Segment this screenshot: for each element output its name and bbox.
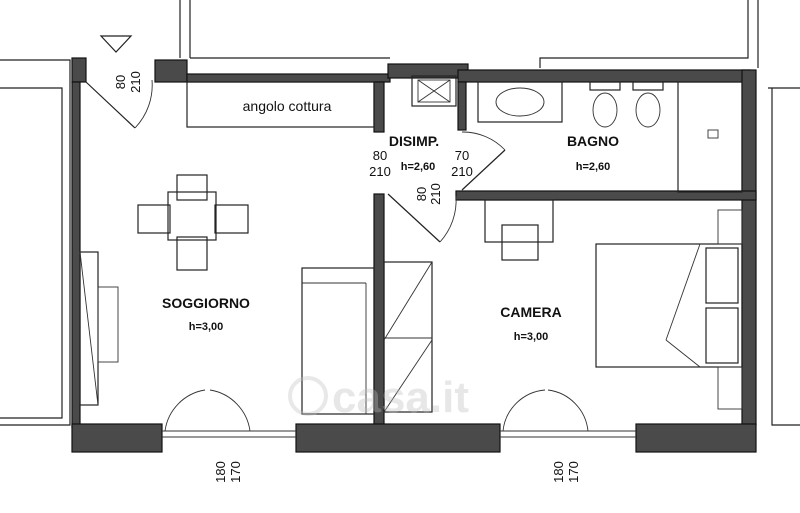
room-height-camera: h=3,00 — [514, 331, 549, 343]
bathroom-fixtures — [477, 81, 743, 193]
context-outlines — [0, 0, 800, 426]
door-disimp-left-width: 80 — [373, 148, 387, 163]
window-camera-width: 180 — [551, 461, 566, 483]
wall-kitchen — [373, 81, 385, 133]
room-name-camera: CAMERA — [500, 304, 561, 320]
room-name-disimpegno: DISIMP. — [389, 133, 439, 149]
wall-unit — [79, 251, 119, 406]
door-entrance — [85, 79, 153, 129]
watermark-text: casa.it — [332, 373, 469, 422]
double-bed — [595, 209, 743, 410]
wall-right — [741, 69, 757, 426]
room-height-disimpegno: h=2,60 — [401, 161, 436, 173]
door-disimp-left-height: 210 — [369, 164, 391, 179]
watermark: casa.it — [288, 373, 469, 422]
entrance-marker — [99, 35, 133, 53]
door-entrance-height: 210 — [128, 71, 143, 93]
door-disimp-left — [387, 193, 457, 243]
door-entrance-width: 80 — [113, 75, 128, 89]
window-soggiorno-height: 170 — [228, 461, 243, 483]
window-camera — [500, 389, 636, 438]
door-camera-height: 210 — [428, 183, 443, 205]
window-soggiorno — [162, 389, 296, 438]
sofa — [301, 267, 375, 415]
wardrobe — [383, 261, 433, 413]
door-bagno — [461, 131, 506, 191]
wall-bottom-middle — [295, 423, 501, 453]
wall-bottom-left — [71, 423, 163, 453]
kitchen-counter — [186, 81, 375, 128]
walls — [71, 57, 757, 453]
window-soggiorno-width: 180 — [213, 461, 228, 483]
wall-top-right — [457, 69, 751, 83]
door-camera-width: 80 — [414, 187, 429, 201]
vent-shaft — [411, 75, 457, 107]
dining-table — [137, 174, 249, 271]
kitchen-label: angolo cottura — [243, 98, 332, 114]
window-camera-height: 170 — [566, 461, 581, 483]
wall-left — [71, 81, 81, 428]
wall-bottom-right — [635, 423, 757, 453]
room-name-bagno: BAGNO — [567, 133, 619, 149]
room-height-bagno: h=2,60 — [576, 161, 611, 173]
door-bagno-width: 70 — [455, 148, 469, 163]
room-height-soggiorno: h=3,00 — [189, 321, 224, 333]
wall-bagno-bottom — [455, 190, 757, 201]
desk — [484, 199, 554, 261]
wall-segment — [71, 57, 87, 83]
door-bagno-height: 210 — [451, 164, 473, 179]
wall-bagno — [457, 81, 467, 131]
room-name-soggiorno: SOGGIORNO — [162, 295, 250, 311]
wall-segment — [154, 59, 188, 83]
wall-top — [186, 73, 391, 83]
